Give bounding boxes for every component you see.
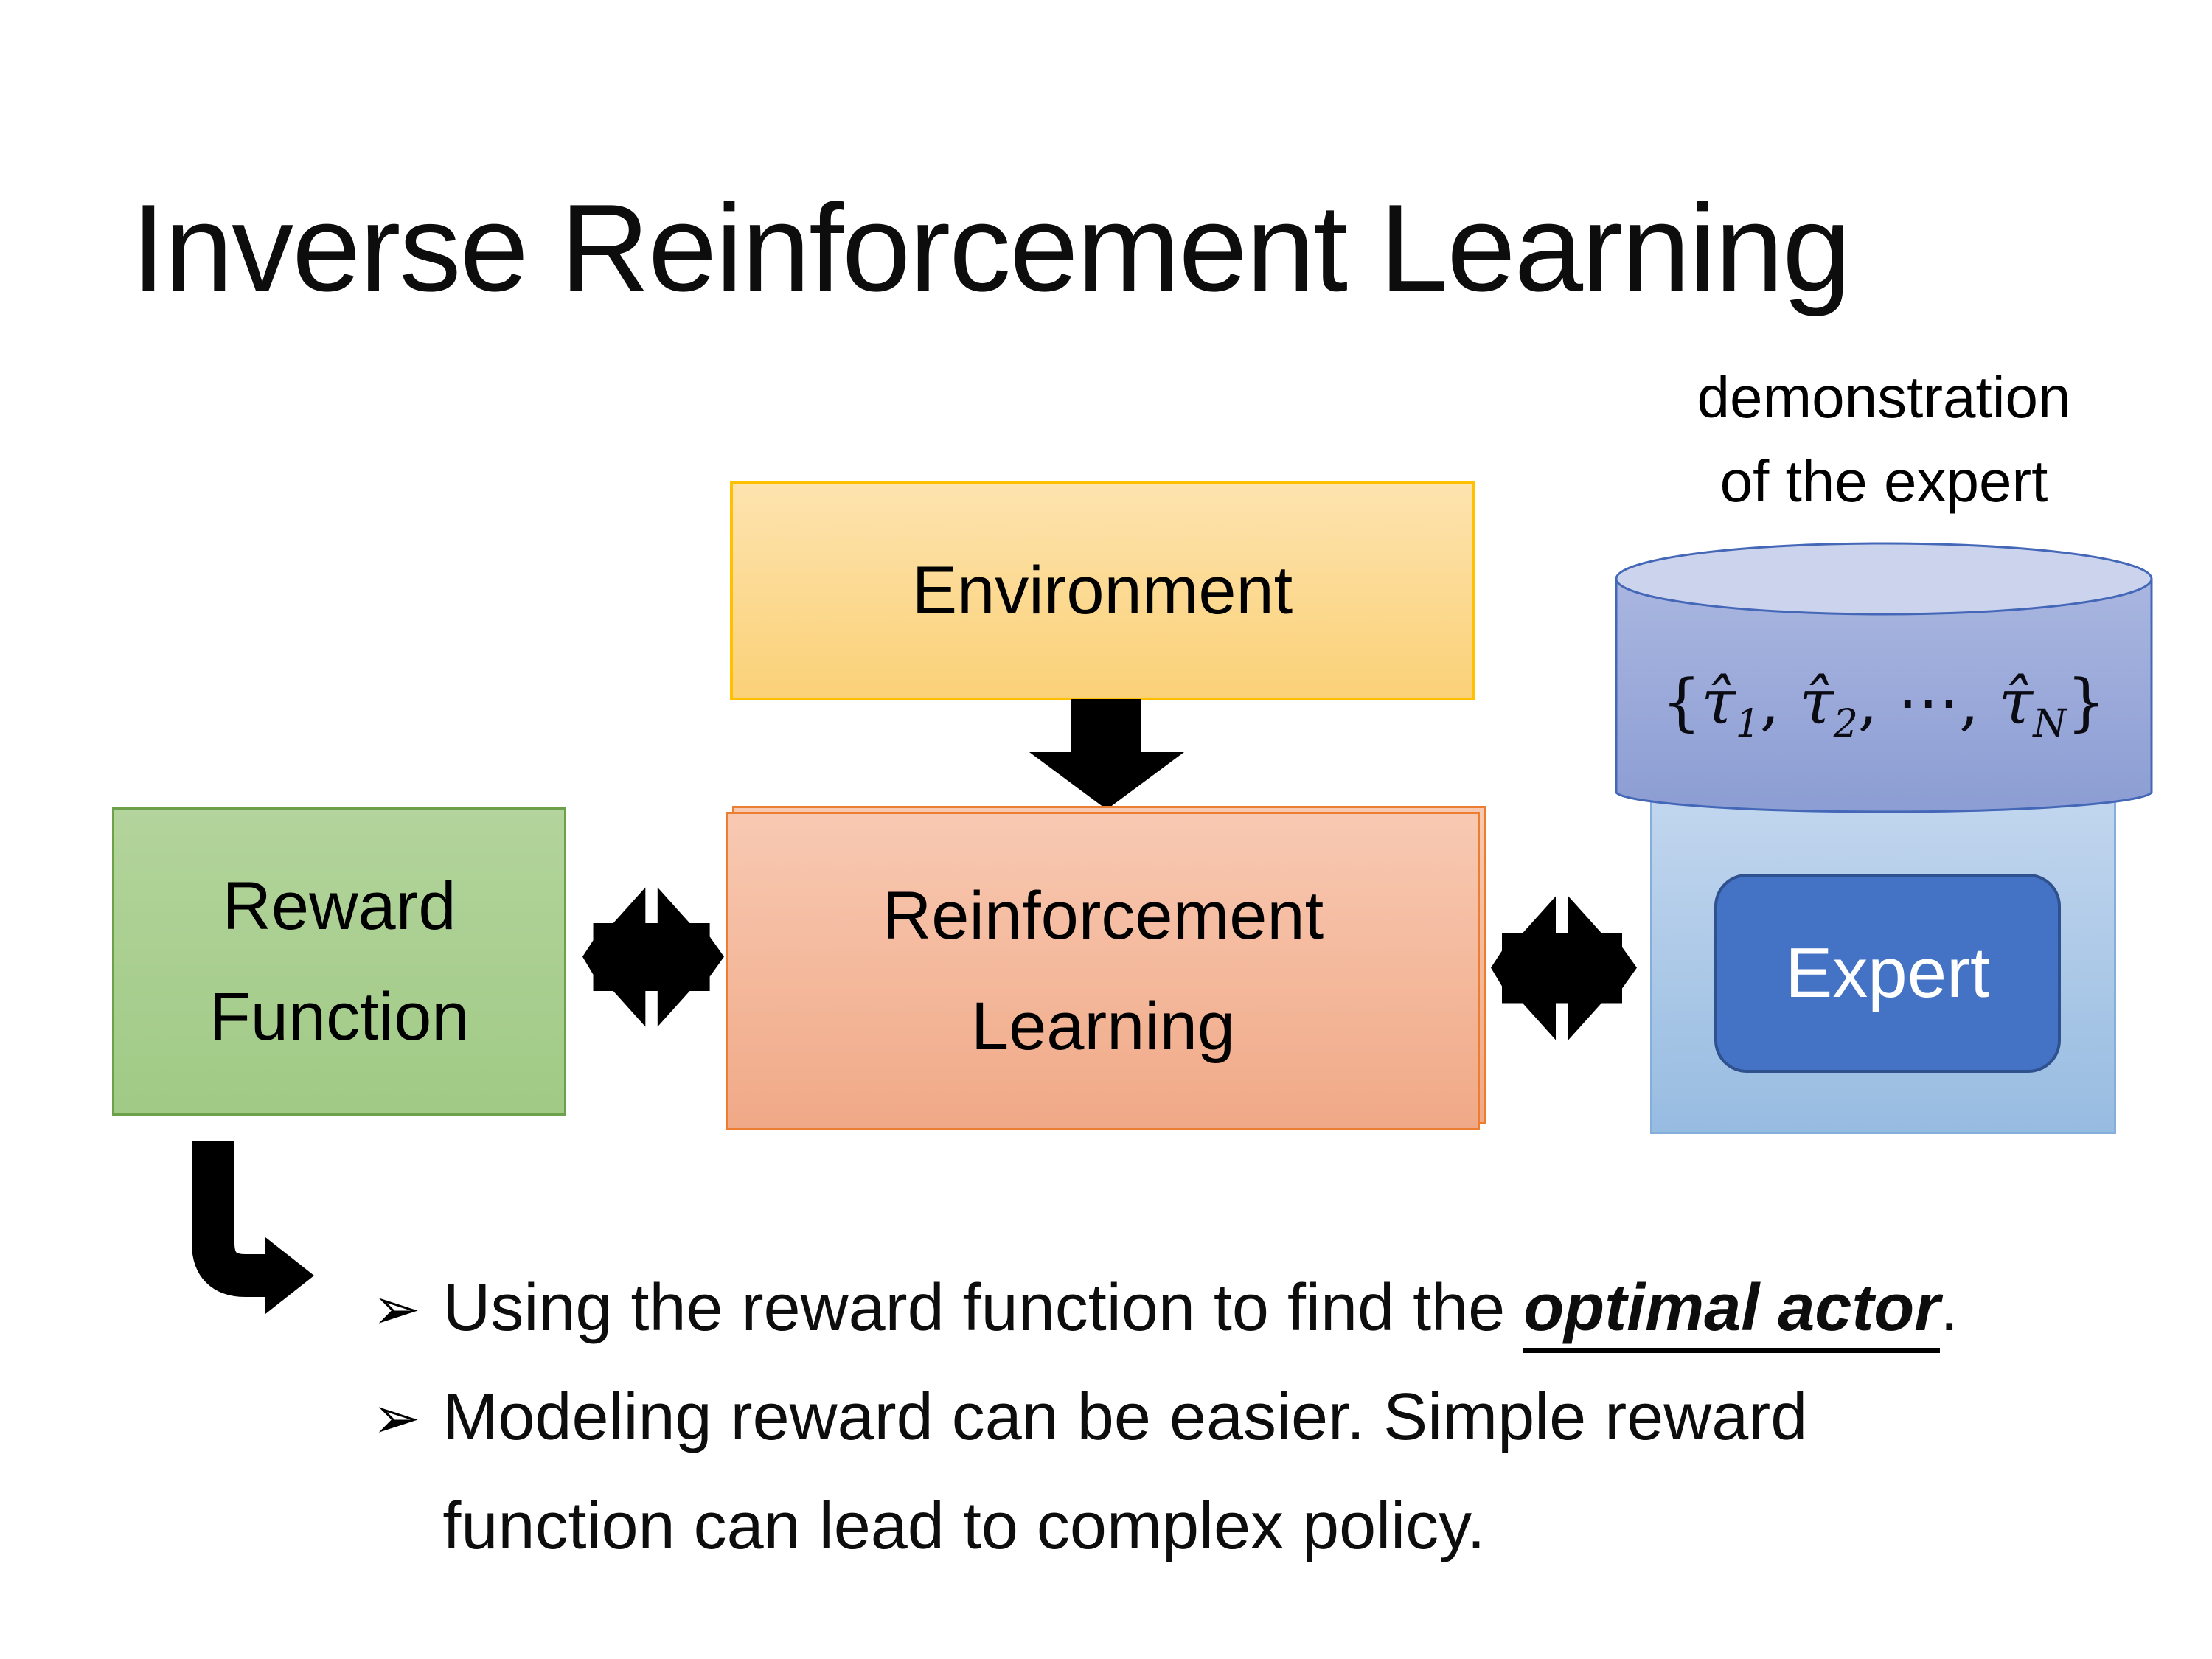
- reward-function-label-line1: Reward: [222, 869, 456, 944]
- formula-sub2: 2: [1833, 701, 1858, 746]
- reinforcement-learning-label-line1: Reinforcement: [882, 878, 1324, 953]
- demonstration-label-line2: of the expert: [1719, 448, 2048, 514]
- bullet-2-line2: function can lead to complex policy.: [442, 1489, 1486, 1563]
- database-cylinder: [1615, 542, 2153, 813]
- reinforcement-learning-label-line2: Learning: [970, 989, 1236, 1064]
- formula-rbrace: }: [2066, 666, 2107, 738]
- formula-sub1: 1: [1735, 701, 1760, 746]
- bullet-item-1: ➢ Using the reward function to find the …: [372, 1253, 2142, 1364]
- environment-box: Environment: [730, 481, 1475, 700]
- demonstration-set-formula: {τ̂1, τ̂2, ⋯, τ̂N}: [1615, 666, 2153, 746]
- slide-title: Inverse Reinforcement Learning: [131, 178, 1851, 317]
- formula-dots: ⋯: [1897, 666, 1960, 738]
- formula-tau2: τ̂: [1799, 666, 1834, 738]
- bullet-1-prefix: Using the reward function to find the: [442, 1271, 1524, 1345]
- formula-comma3: ,: [1959, 666, 1979, 738]
- reinforcement-learning-box: Reinforcement Learning: [726, 812, 1480, 1130]
- bullet-1-emphasis: optimal actor: [1523, 1271, 1941, 1353]
- reward-function-box: Reward Function: [112, 807, 566, 1116]
- down-arrow-icon: [1029, 699, 1184, 810]
- bullet-item-2: ➢ Modeling reward can be easier. Simple …: [372, 1363, 2142, 1581]
- exchange-arrow-right-icon: [1491, 896, 1637, 1040]
- formula-tau1: τ̂: [1701, 666, 1736, 738]
- elbow-arrow-icon: [192, 1141, 314, 1314]
- reward-function-label-line2: Function: [209, 979, 470, 1054]
- bullet-arrow-icon: ➢: [372, 1276, 421, 1341]
- formula-comma1: ,: [1759, 666, 1780, 738]
- formula-lbrace: {: [1661, 666, 1702, 738]
- formula-tauN: τ̂: [1998, 666, 2034, 738]
- environment-label: Environment: [911, 553, 1293, 628]
- demonstration-label-line1: demonstration: [1697, 364, 2071, 430]
- exchange-arrow-left-icon: [582, 887, 724, 1027]
- expert-box: Expert: [1714, 874, 2061, 1073]
- demonstration-label: demonstration of the expert: [1585, 355, 2183, 524]
- bullet-arrow-icon: ➢: [372, 1385, 421, 1450]
- expert-label: Expert: [1785, 933, 1990, 1012]
- bullet-2-text: Modeling reward can be easier. Simple re…: [442, 1363, 1807, 1581]
- bullet-1-text: Using the reward function to find the op…: [442, 1253, 1958, 1363]
- formula-comma2: ,: [1857, 666, 1878, 738]
- bullet-1-suffix: .: [1940, 1271, 1959, 1345]
- formula-subN: N: [2033, 701, 2067, 746]
- bullet-2-line1: Modeling reward can be easier. Simple re…: [442, 1380, 1808, 1454]
